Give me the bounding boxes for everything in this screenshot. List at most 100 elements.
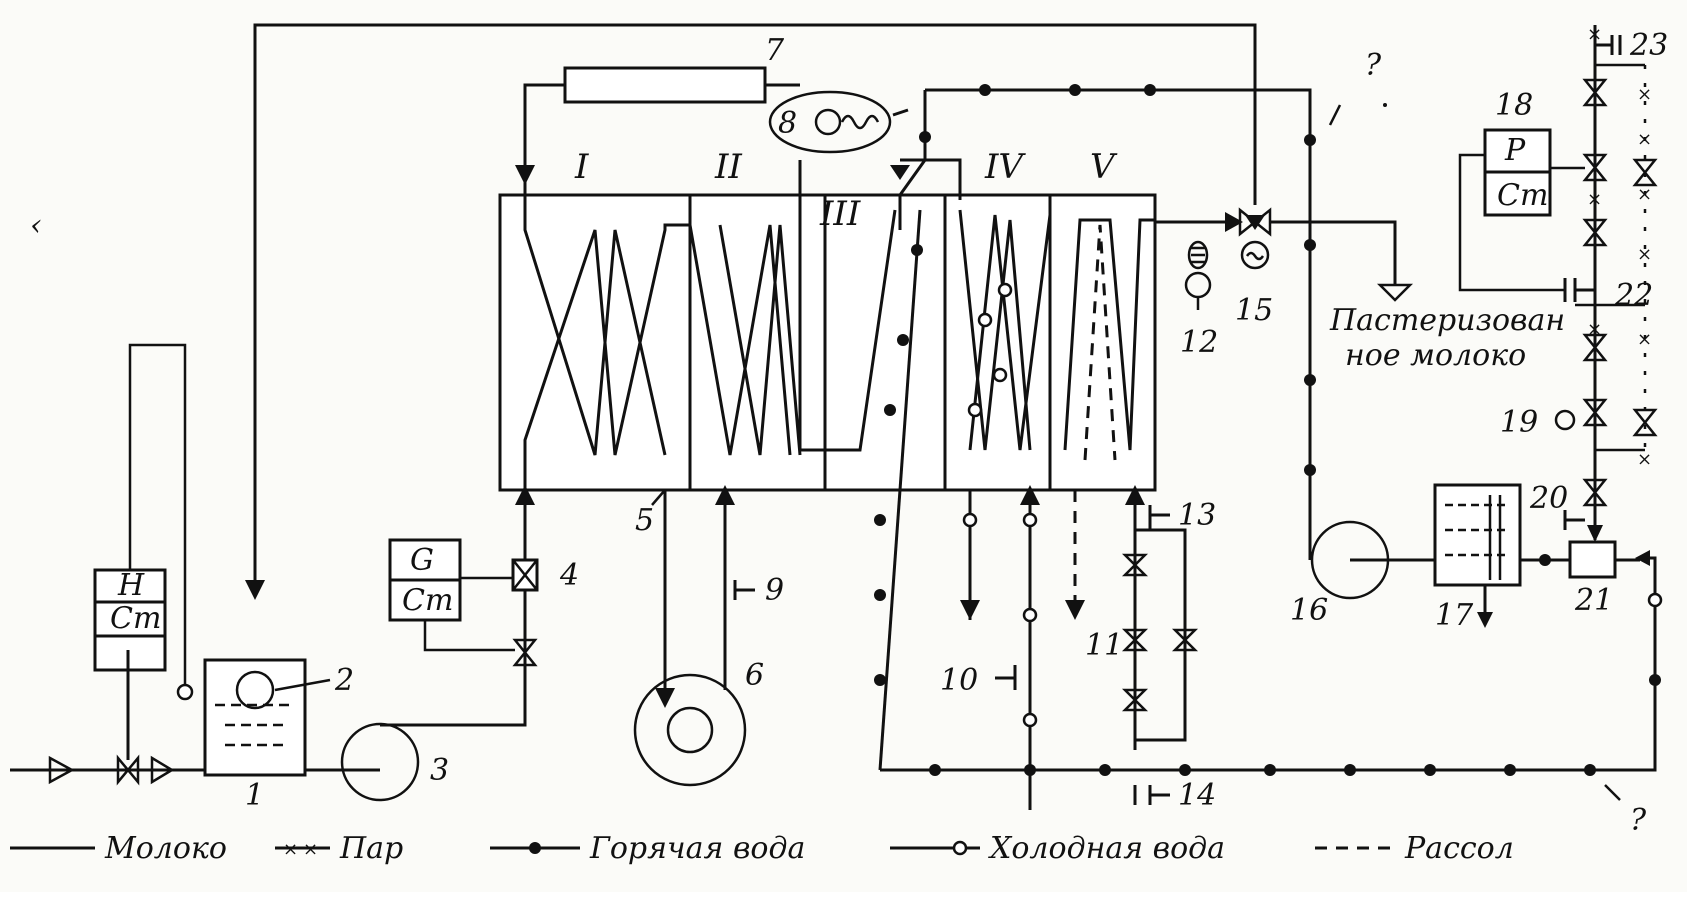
label-16: 16 xyxy=(1290,593,1328,628)
separator-6 xyxy=(633,673,747,787)
label-18: 18 xyxy=(1495,88,1533,123)
legend: Молоко ×× Пар Горячая вода Холодная вода… xyxy=(10,831,1514,866)
label-1: 1 xyxy=(245,778,264,813)
section-5-flow xyxy=(1063,218,1155,451)
section-3-flow xyxy=(798,160,897,452)
question-mark-top: ? xyxy=(1365,48,1382,83)
hot-water-tank-17 xyxy=(1433,483,1522,587)
hot-water-heater-8 xyxy=(768,90,892,154)
label-7: 7 xyxy=(765,33,785,68)
level-regulator-st: Ст xyxy=(110,601,161,636)
label-23: 23 xyxy=(1629,28,1668,63)
level-regulator-h: Н xyxy=(117,568,145,603)
label-6: 6 xyxy=(745,658,764,693)
arrow-right-icon xyxy=(1225,212,1243,232)
pressure-regulator-st: Ст xyxy=(1497,178,1548,213)
thermometer-12 xyxy=(1184,240,1212,310)
valve-icon xyxy=(1121,553,1199,712)
arrow-down-icon xyxy=(890,165,910,180)
arrow-up-icon xyxy=(1125,485,1145,505)
section-label-4: IV xyxy=(984,147,1026,187)
balance-tank-1 xyxy=(203,658,307,777)
arrow-down-icon xyxy=(1065,600,1085,620)
outlet-arrow-icon xyxy=(1376,283,1414,302)
svg-text:×: × xyxy=(1637,329,1652,350)
label-20: 20 xyxy=(1529,481,1568,516)
section-5-brine xyxy=(1083,224,1117,461)
steam-line xyxy=(1593,25,1647,540)
legend-hot-water-label: Горячая вода xyxy=(589,831,805,866)
milk-pump-3 xyxy=(340,722,420,802)
hot-water-line xyxy=(925,88,1312,560)
label-19: 19 xyxy=(1500,405,1538,440)
section-label-3: III xyxy=(819,194,861,234)
pump-icon xyxy=(814,108,842,136)
svg-text:×: × xyxy=(1637,84,1652,105)
label-10: 10 xyxy=(940,663,978,698)
steam-coil-icon xyxy=(840,114,880,130)
arrow-down-icon xyxy=(1587,525,1603,542)
flow-regulator-g: G xyxy=(410,543,434,578)
section-label-5: V xyxy=(1090,147,1118,187)
svg-text:×: × xyxy=(1587,24,1602,45)
svg-text:×: × xyxy=(283,839,298,860)
label-5: 5 xyxy=(635,503,654,538)
arrow-left-icon xyxy=(1635,550,1650,566)
section-2-flow xyxy=(688,224,792,456)
float-icon xyxy=(235,670,275,710)
label-2: 2 xyxy=(334,663,354,698)
valve-icon xyxy=(1582,78,1658,507)
legend-brine-label: Рассол xyxy=(1404,831,1514,866)
section-4-flow xyxy=(958,209,1032,451)
valve-icon xyxy=(116,754,140,786)
valve-actuator-icon xyxy=(1240,240,1270,270)
float-sensor-icon xyxy=(176,683,194,701)
legend-steam-label: Пар xyxy=(339,831,403,866)
question-mark-bottom: ? xyxy=(1630,803,1647,838)
legend-cold-water-label: Холодная вода xyxy=(988,831,1225,866)
svg-text:×: × xyxy=(1637,184,1652,205)
steam-injector-21 xyxy=(1568,540,1617,579)
holder-tube-7 xyxy=(563,66,767,104)
svg-text:×: × xyxy=(1587,189,1602,210)
label-17: 17 xyxy=(1435,598,1474,633)
svg-text:×: × xyxy=(1587,319,1602,340)
flow-regulator-st: Ст xyxy=(402,583,453,618)
label-12: 12 xyxy=(1180,325,1218,360)
arrow-up-icon xyxy=(1020,485,1040,505)
section-1-flow xyxy=(523,223,690,490)
arrow-up-icon xyxy=(515,485,535,505)
label-21: 21 xyxy=(1574,583,1613,618)
arrow-down-icon xyxy=(655,688,675,708)
output-label-line2: ное молоко xyxy=(1345,338,1526,373)
steam-marks: × × × × × × × × × xyxy=(1587,24,1652,470)
label-15: 15 xyxy=(1235,293,1273,328)
output-label-line1: Пастеризован xyxy=(1329,303,1565,338)
label-9: 9 xyxy=(765,573,784,608)
label-13: 13 xyxy=(1178,498,1216,533)
return-milk-line xyxy=(253,23,1257,595)
svg-text:×: × xyxy=(1637,129,1652,150)
holder-outlet-line xyxy=(523,83,565,180)
section-2-flow xyxy=(718,224,802,456)
hot-water-line xyxy=(878,209,922,771)
svg-text:×: × xyxy=(1637,244,1652,265)
arrow-down-icon xyxy=(245,580,265,600)
level-regulator xyxy=(93,568,167,672)
valve-icon xyxy=(512,638,538,667)
arrow-down-icon xyxy=(960,600,980,620)
label-8: 8 xyxy=(778,106,797,141)
svg-text:×: × xyxy=(1637,449,1652,470)
section-label-2: II xyxy=(714,147,742,187)
section-label-1: I xyxy=(574,147,589,187)
legend-milk-label: Молоко xyxy=(104,831,227,866)
section-1-flow xyxy=(523,180,667,456)
pressure-gauge-icon xyxy=(1554,409,1576,431)
label-3: 3 xyxy=(430,753,449,788)
svg-text:×: × xyxy=(303,839,318,860)
label-22: 22 xyxy=(1614,278,1653,313)
arrow-up-icon xyxy=(715,485,735,505)
hot-water-return-line xyxy=(880,556,1657,772)
label-4: 4 xyxy=(559,558,579,593)
